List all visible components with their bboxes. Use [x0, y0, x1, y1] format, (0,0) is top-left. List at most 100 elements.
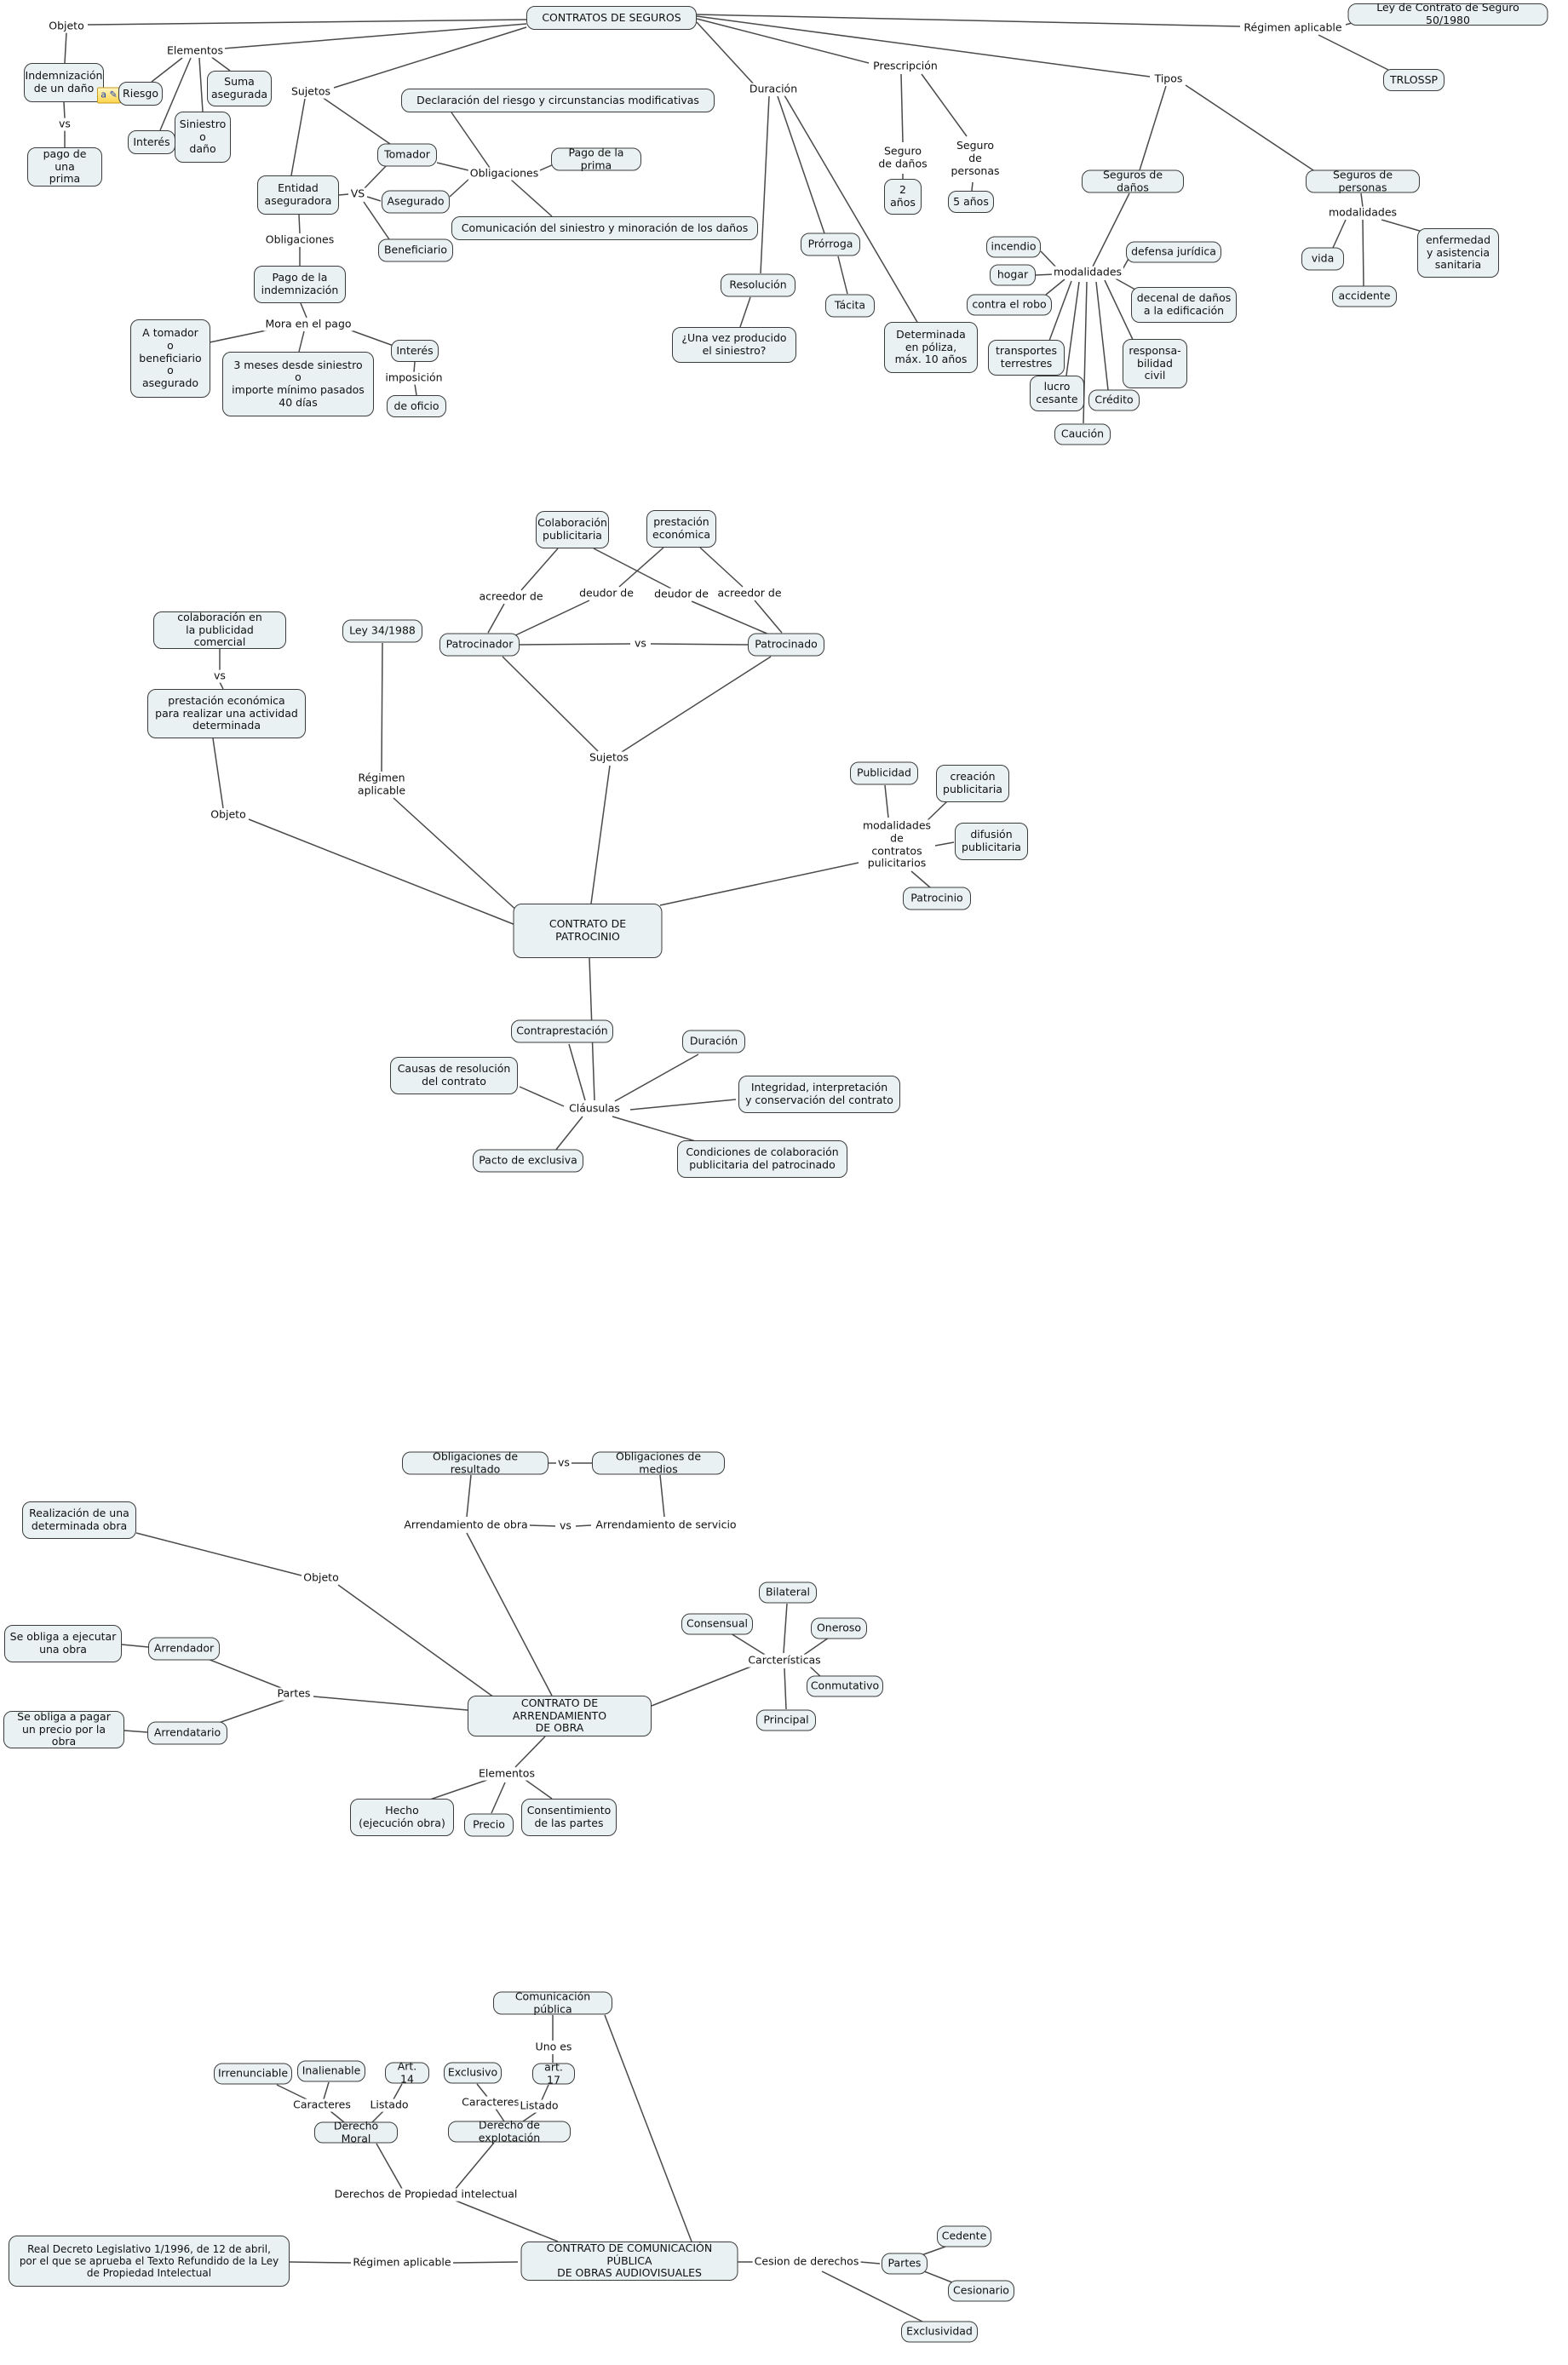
node-entidad-aseguradora[interactable]: Entidad aseguradora: [257, 175, 339, 215]
node-cesionario[interactable]: Cesionario: [948, 2280, 1014, 2302]
node-contratos-de-seguros[interactable]: CONTRATOS DE SEGUROS: [526, 6, 697, 30]
node-se-obliga-a-pagar[interactable]: Se obliga a pagar un precio por la obra: [3, 1710, 124, 1748]
node-exclusivo[interactable]: Exclusivo: [444, 2062, 502, 2084]
node-duracion-1[interactable]: Duración: [747, 82, 800, 96]
node-pacto-de-exclusiva[interactable]: Pacto de exclusiva: [473, 1149, 583, 1173]
node-conmutativo[interactable]: Conmutativo: [807, 1675, 883, 1697]
node-integridad[interactable]: Integridad, interpretación y conservació…: [738, 1076, 900, 1113]
node-asegurado[interactable]: Asegurado: [382, 190, 450, 214]
node-partes-2[interactable]: Partes: [882, 2253, 928, 2275]
node-deudor-de-2[interactable]: deudor de: [652, 587, 710, 601]
node-contrato-de-patrocinio[interactable]: CONTRATO DE PATROCINIO: [513, 904, 663, 958]
node-derechos-propiedad[interactable]: Derechos de Propiedad intelectual: [332, 2187, 520, 2201]
node-enfermedad[interactable]: enfermedad y asistencia sanitaria: [1417, 228, 1499, 278]
node-objeto-3[interactable]: Objeto: [302, 1570, 341, 1585]
node-caracteres-1[interactable]: Caracteres: [291, 2098, 353, 2112]
node-prestacion-actividad[interactable]: prestación económica para realizar una a…: [147, 689, 306, 738]
node-patrocinado[interactable]: Patrocinado: [748, 633, 824, 657]
node-realizacion-obra[interactable]: Realización de una determinada obra: [22, 1501, 136, 1539]
node-vida[interactable]: vida: [1301, 247, 1344, 271]
node-inalienable[interactable]: Inalienable: [297, 2060, 365, 2082]
node-art-17[interactable]: art. 17: [532, 2060, 575, 2086]
node-determinada-en-poliza[interactable]: Determinada en póliza, máx. 10 años: [884, 322, 978, 373]
node-mora-en-el-pago[interactable]: Mora en el pago: [263, 317, 353, 331]
node-tres-meses[interactable]: 3 meses desde siniestro o importe mínimo…: [222, 352, 374, 416]
node-contra-el-robo[interactable]: contra el robo: [967, 294, 1052, 316]
node-derecho-moral[interactable]: Derecho Moral: [314, 2119, 398, 2144]
node-uno-es[interactable]: Uno es: [533, 2040, 574, 2054]
node-contrato-de-arrendamiento[interactable]: CONTRATO DE ARRENDAMIENTO DE OBRA: [468, 1696, 652, 1736]
node-indemnizacion-dano[interactable]: Indemnización de un daño: [24, 63, 104, 102]
node-sujetos-1[interactable]: Sujetos: [289, 84, 333, 99]
node-caucion[interactable]: Caución: [1054, 423, 1111, 445]
node-publicidad[interactable]: Publicidad: [850, 761, 918, 785]
node-interes-1[interactable]: Interés: [128, 130, 175, 154]
node-derecho-de-explotacion[interactable]: Derecho de explotación: [448, 2118, 571, 2144]
node-suma-asegurada[interactable]: Suma asegurada: [207, 71, 272, 106]
node-difusion-publicitaria[interactable]: difusión publicitaria: [955, 823, 1028, 860]
node-responsabilidad-civil[interactable]: responsa- bilidad civil: [1123, 339, 1187, 388]
node-imposicion[interactable]: imposición: [383, 370, 445, 385]
node-modalidades-1[interactable]: modalidades: [1051, 265, 1124, 279]
node-duracion-2[interactable]: Duración: [682, 1030, 745, 1053]
node-a-tomador[interactable]: A tomador o beneficiario o asegurado: [130, 319, 210, 398]
node-objeto-2[interactable]: Objeto: [209, 807, 248, 822]
node-incendio[interactable]: incendio: [986, 236, 1041, 258]
node-hogar[interactable]: hogar: [990, 264, 1036, 286]
node-modalidades-2[interactable]: modalidades: [1326, 205, 1399, 220]
node-obligaciones-de-medios[interactable]: Obligaciones de medios: [592, 1449, 725, 1475]
node-arrendamiento-de-servicio-l[interactable]: Arrendamiento de servicio: [594, 1518, 738, 1532]
node-se-obliga-a-ejecutar[interactable]: Se obliga a ejecutar una obra: [4, 1625, 122, 1662]
node-lucro-cesante[interactable]: lucro cesante: [1030, 376, 1084, 411]
node-causas-resolucion[interactable]: Causas de resolución del contrato: [390, 1057, 518, 1094]
node-regimen-aplicable-3[interactable]: Régimen aplicable: [351, 2255, 453, 2270]
node-vs-6[interactable]: vs: [558, 1518, 573, 1533]
node-comunicacion-publica[interactable]: Comunicación pública: [493, 1989, 612, 2015]
node-tomador[interactable]: Tomador: [377, 143, 437, 167]
node-obligaciones-1[interactable]: Obligaciones: [468, 166, 541, 181]
node-una-vez-producido[interactable]: ¿Una vez producido el siniestro?: [672, 327, 796, 363]
node-pago-de-una-prima[interactable]: pago de una prima: [27, 147, 102, 187]
node-creacion-publicitaria[interactable]: creación publicitaria: [936, 765, 1009, 802]
node-colaboracion-comercial[interactable]: colaboración en la publicidad comercial: [153, 611, 286, 649]
node-siniestro-o-dano[interactable]: Siniestro o daño: [175, 112, 231, 163]
node-prestacion-economica[interactable]: prestación económica: [646, 510, 716, 548]
node-modalidades-3[interactable]: modalidades de contratos pulicitarios: [860, 818, 933, 870]
node-oneroso[interactable]: Oneroso: [811, 1617, 867, 1639]
node-pago-indemnizacion[interactable]: Pago de la indemnización: [254, 266, 346, 303]
node-arrendador[interactable]: Arrendador: [148, 1637, 220, 1661]
node-dos-anos[interactable]: 2 años: [884, 179, 922, 215]
node-consensual[interactable]: Consensual: [681, 1613, 753, 1635]
node-riesgo[interactable]: Riesgo: [118, 82, 163, 106]
node-clausulas[interactable]: Cláusulas: [567, 1101, 622, 1116]
node-acreedor-de-2[interactable]: acreedor de: [715, 586, 784, 600]
node-credito[interactable]: Crédito: [1088, 389, 1140, 411]
node-exclusividad[interactable]: Exclusividad: [901, 2321, 978, 2343]
node-elementos-2[interactable]: Elementos: [477, 1766, 537, 1781]
node-prorroga[interactable]: Prórroga: [801, 232, 860, 256]
node-condiciones-colaboracion[interactable]: Condiciones de colaboración publicitaria…: [677, 1140, 847, 1178]
node-elementos-1[interactable]: Elementos: [165, 43, 225, 58]
node-regimen-aplicable-2[interactable]: Régimen aplicable: [355, 771, 408, 797]
node-vs-2[interactable]: VS: [348, 187, 367, 201]
node-art-14[interactable]: Art. 14: [385, 2059, 429, 2085]
node-irrenunciable[interactable]: Irrenunciable: [214, 2063, 292, 2085]
annotation-icon[interactable]: a ✎: [97, 87, 121, 104]
node-contrato-comunicacion-publica[interactable]: CONTRATO DE COMUNICACIÓN PÚBLICA DE OBRA…: [520, 2242, 738, 2281]
node-trlossp[interactable]: TRLOSSP: [1383, 69, 1445, 91]
node-vs-5[interactable]: vs: [556, 1455, 571, 1470]
node-principal[interactable]: Principal: [756, 1709, 816, 1731]
node-tipos[interactable]: Tipos: [1152, 72, 1185, 86]
node-colaboracion-publicitaria[interactable]: Colaboración publicitaria: [536, 511, 609, 548]
node-pago-de-la-prima[interactable]: Pago de la prima: [551, 146, 641, 171]
node-de-oficio[interactable]: de oficio: [387, 395, 446, 417]
node-ley-contrato-seguro[interactable]: Ley de Contrato de Seguro 50/1980: [1347, 1, 1548, 26]
node-resolucion[interactable]: Resolución: [721, 273, 795, 297]
node-contraprestacion[interactable]: Contraprestación: [511, 1019, 613, 1043]
node-tacita[interactable]: Tácita: [825, 294, 875, 318]
node-transportes-terrestres[interactable]: transportes terrestres: [988, 340, 1065, 376]
node-obligaciones-de-resultado[interactable]: Obligaciones de resultado: [402, 1449, 549, 1475]
node-cedente[interactable]: Cedente: [937, 2225, 991, 2247]
node-patrocinador[interactable]: Patrocinador: [439, 633, 520, 657]
node-interes-2[interactable]: Interés: [391, 340, 439, 362]
